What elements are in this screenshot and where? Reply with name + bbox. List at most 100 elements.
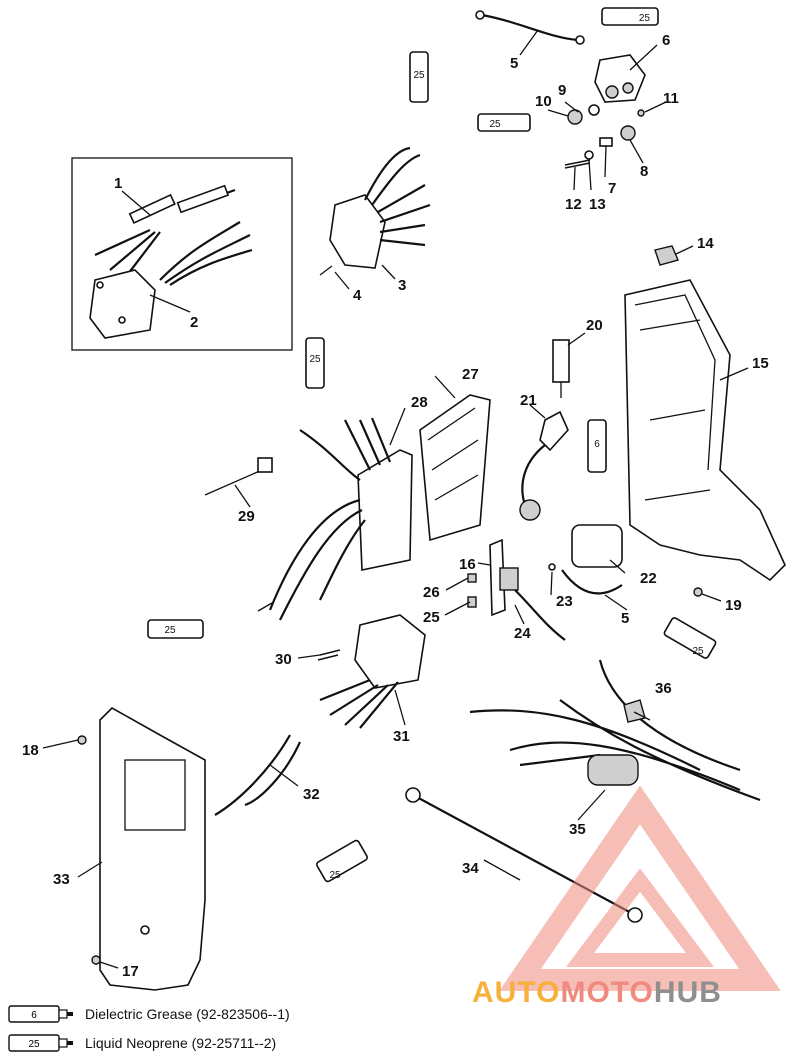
- svg-text:6: 6: [31, 1010, 37, 1021]
- callout-21: 21: [520, 392, 537, 409]
- part-30-screw: [317, 649, 341, 661]
- watermark-logo: [499, 785, 781, 991]
- tube-t4: 25: [305, 337, 325, 389]
- svg-text:25: 25: [413, 70, 425, 81]
- tube-t8: 25: [316, 839, 368, 883]
- callout-5-top: 5: [510, 55, 518, 72]
- part-19-screw: [693, 587, 703, 597]
- part-36-clip: [623, 699, 646, 723]
- part-32-harness: [214, 734, 302, 816]
- part-28-switchbox: [268, 417, 413, 621]
- tube-icon: 6: [8, 1005, 73, 1023]
- callout-7: 7: [608, 180, 616, 197]
- callout-10: 10: [535, 93, 552, 110]
- callout-13: 13: [589, 196, 606, 213]
- watermark-hub: HUB: [653, 976, 722, 1009]
- callout-4: 4: [353, 287, 362, 304]
- callout-3: 3: [398, 277, 406, 294]
- part-7-spacer: [599, 137, 613, 147]
- callout-35: 35: [569, 821, 586, 838]
- part-11-nut: [637, 109, 645, 117]
- part-21-boot: [539, 410, 569, 452]
- part-3-module: [329, 146, 431, 269]
- part-31-rectifier: [319, 614, 426, 729]
- part-10-nut: [567, 109, 583, 125]
- callout-34: 34: [462, 860, 479, 877]
- tube-t7: 25: [663, 617, 717, 659]
- part-35-engine-harness: [469, 659, 761, 802]
- part-4-screw: [319, 265, 333, 276]
- part-12-screw: [564, 159, 591, 169]
- part-34-battery-cable: [412, 794, 636, 916]
- svg-text:25: 25: [309, 354, 321, 365]
- callout-9: 9: [558, 82, 566, 99]
- svg-text:25: 25: [329, 870, 341, 881]
- callout-32: 32: [303, 786, 320, 803]
- tube-t5: 6: [587, 419, 607, 473]
- callout-11: 11: [663, 90, 679, 107]
- part-25-clip: [467, 596, 477, 608]
- inset-box: [71, 157, 293, 351]
- watermark-moto: MOTO: [560, 976, 654, 1009]
- callout-19: 19: [725, 597, 742, 614]
- callout-27: 27: [462, 366, 479, 383]
- callout-24: 24: [514, 625, 531, 642]
- part-23-nut: [548, 563, 556, 571]
- tube-t1: 25: [601, 7, 659, 26]
- part-33-electrical-plate: [99, 707, 206, 991]
- callout-5-lower: 5: [621, 610, 629, 627]
- legend-text: Liquid Neoprene (92-25711--2): [85, 1035, 277, 1051]
- legend-liquid-neoprene: 25 Liquid Neoprene (92-25711--2): [8, 1034, 408, 1056]
- svg-text:25: 25: [639, 13, 651, 24]
- part-13-washer: [584, 150, 594, 160]
- tube-t3: 25: [477, 113, 531, 132]
- leader-lines: [42, 29, 749, 969]
- callout-17: 17: [122, 963, 139, 980]
- part-29-cable-tie: [204, 457, 273, 496]
- callout-36: 36: [655, 680, 672, 697]
- svg-text:25: 25: [164, 625, 176, 636]
- part-18-screw: [77, 735, 87, 745]
- callouts: 1 2 3 4 5 5 6 7 8 9 10 11 12 13 14 15 16…: [22, 32, 769, 980]
- callout-2: 2: [190, 314, 198, 331]
- part-1-harness: [94, 184, 253, 286]
- svg-text:25: 25: [28, 1039, 40, 1050]
- svg-text:25: 25: [692, 646, 704, 657]
- callout-12: 12: [565, 196, 582, 213]
- part-5-wire-lower: [561, 569, 623, 595]
- part-14-clip: [654, 245, 679, 266]
- part-2-module: [89, 269, 156, 339]
- part-9-washer: [588, 104, 600, 116]
- callout-28: 28: [411, 394, 428, 411]
- part-20-sensor: [552, 339, 570, 398]
- callout-18: 18: [22, 742, 39, 759]
- callout-29: 29: [238, 508, 255, 525]
- watermark-auto: AUTO: [472, 976, 561, 1009]
- legend-text: Dielectric Grease (92-823506--1): [85, 1006, 290, 1022]
- part-26-screw: [467, 573, 477, 583]
- part-22-coil: [519, 499, 623, 568]
- svg-text:6: 6: [594, 439, 600, 450]
- part-8-cap: [620, 125, 636, 141]
- callout-16: 16: [459, 556, 476, 573]
- tube-t6: 25: [147, 619, 204, 639]
- callout-25: 25: [423, 609, 440, 626]
- callout-6: 6: [662, 32, 670, 49]
- tube-t2: 25: [409, 51, 429, 103]
- callout-20: 20: [586, 317, 603, 334]
- callout-8: 8: [640, 163, 648, 180]
- part-15-electrical-plate: [624, 279, 786, 582]
- callout-26: 26: [423, 584, 440, 601]
- svg-text:25: 25: [489, 119, 501, 130]
- callout-1: 1: [114, 175, 122, 192]
- callout-33: 33: [53, 871, 70, 888]
- part-16-bracket: [489, 538, 506, 617]
- part-17-screw: [91, 955, 101, 965]
- part-6-switch: [594, 54, 646, 103]
- callout-30: 30: [275, 651, 292, 668]
- callout-22: 22: [640, 570, 657, 587]
- callout-31: 31: [393, 728, 410, 745]
- part-24-sensor: [499, 567, 519, 591]
- legend-dielectric-grease: 6 Dielectric Grease (92-823506--1): [8, 1005, 408, 1027]
